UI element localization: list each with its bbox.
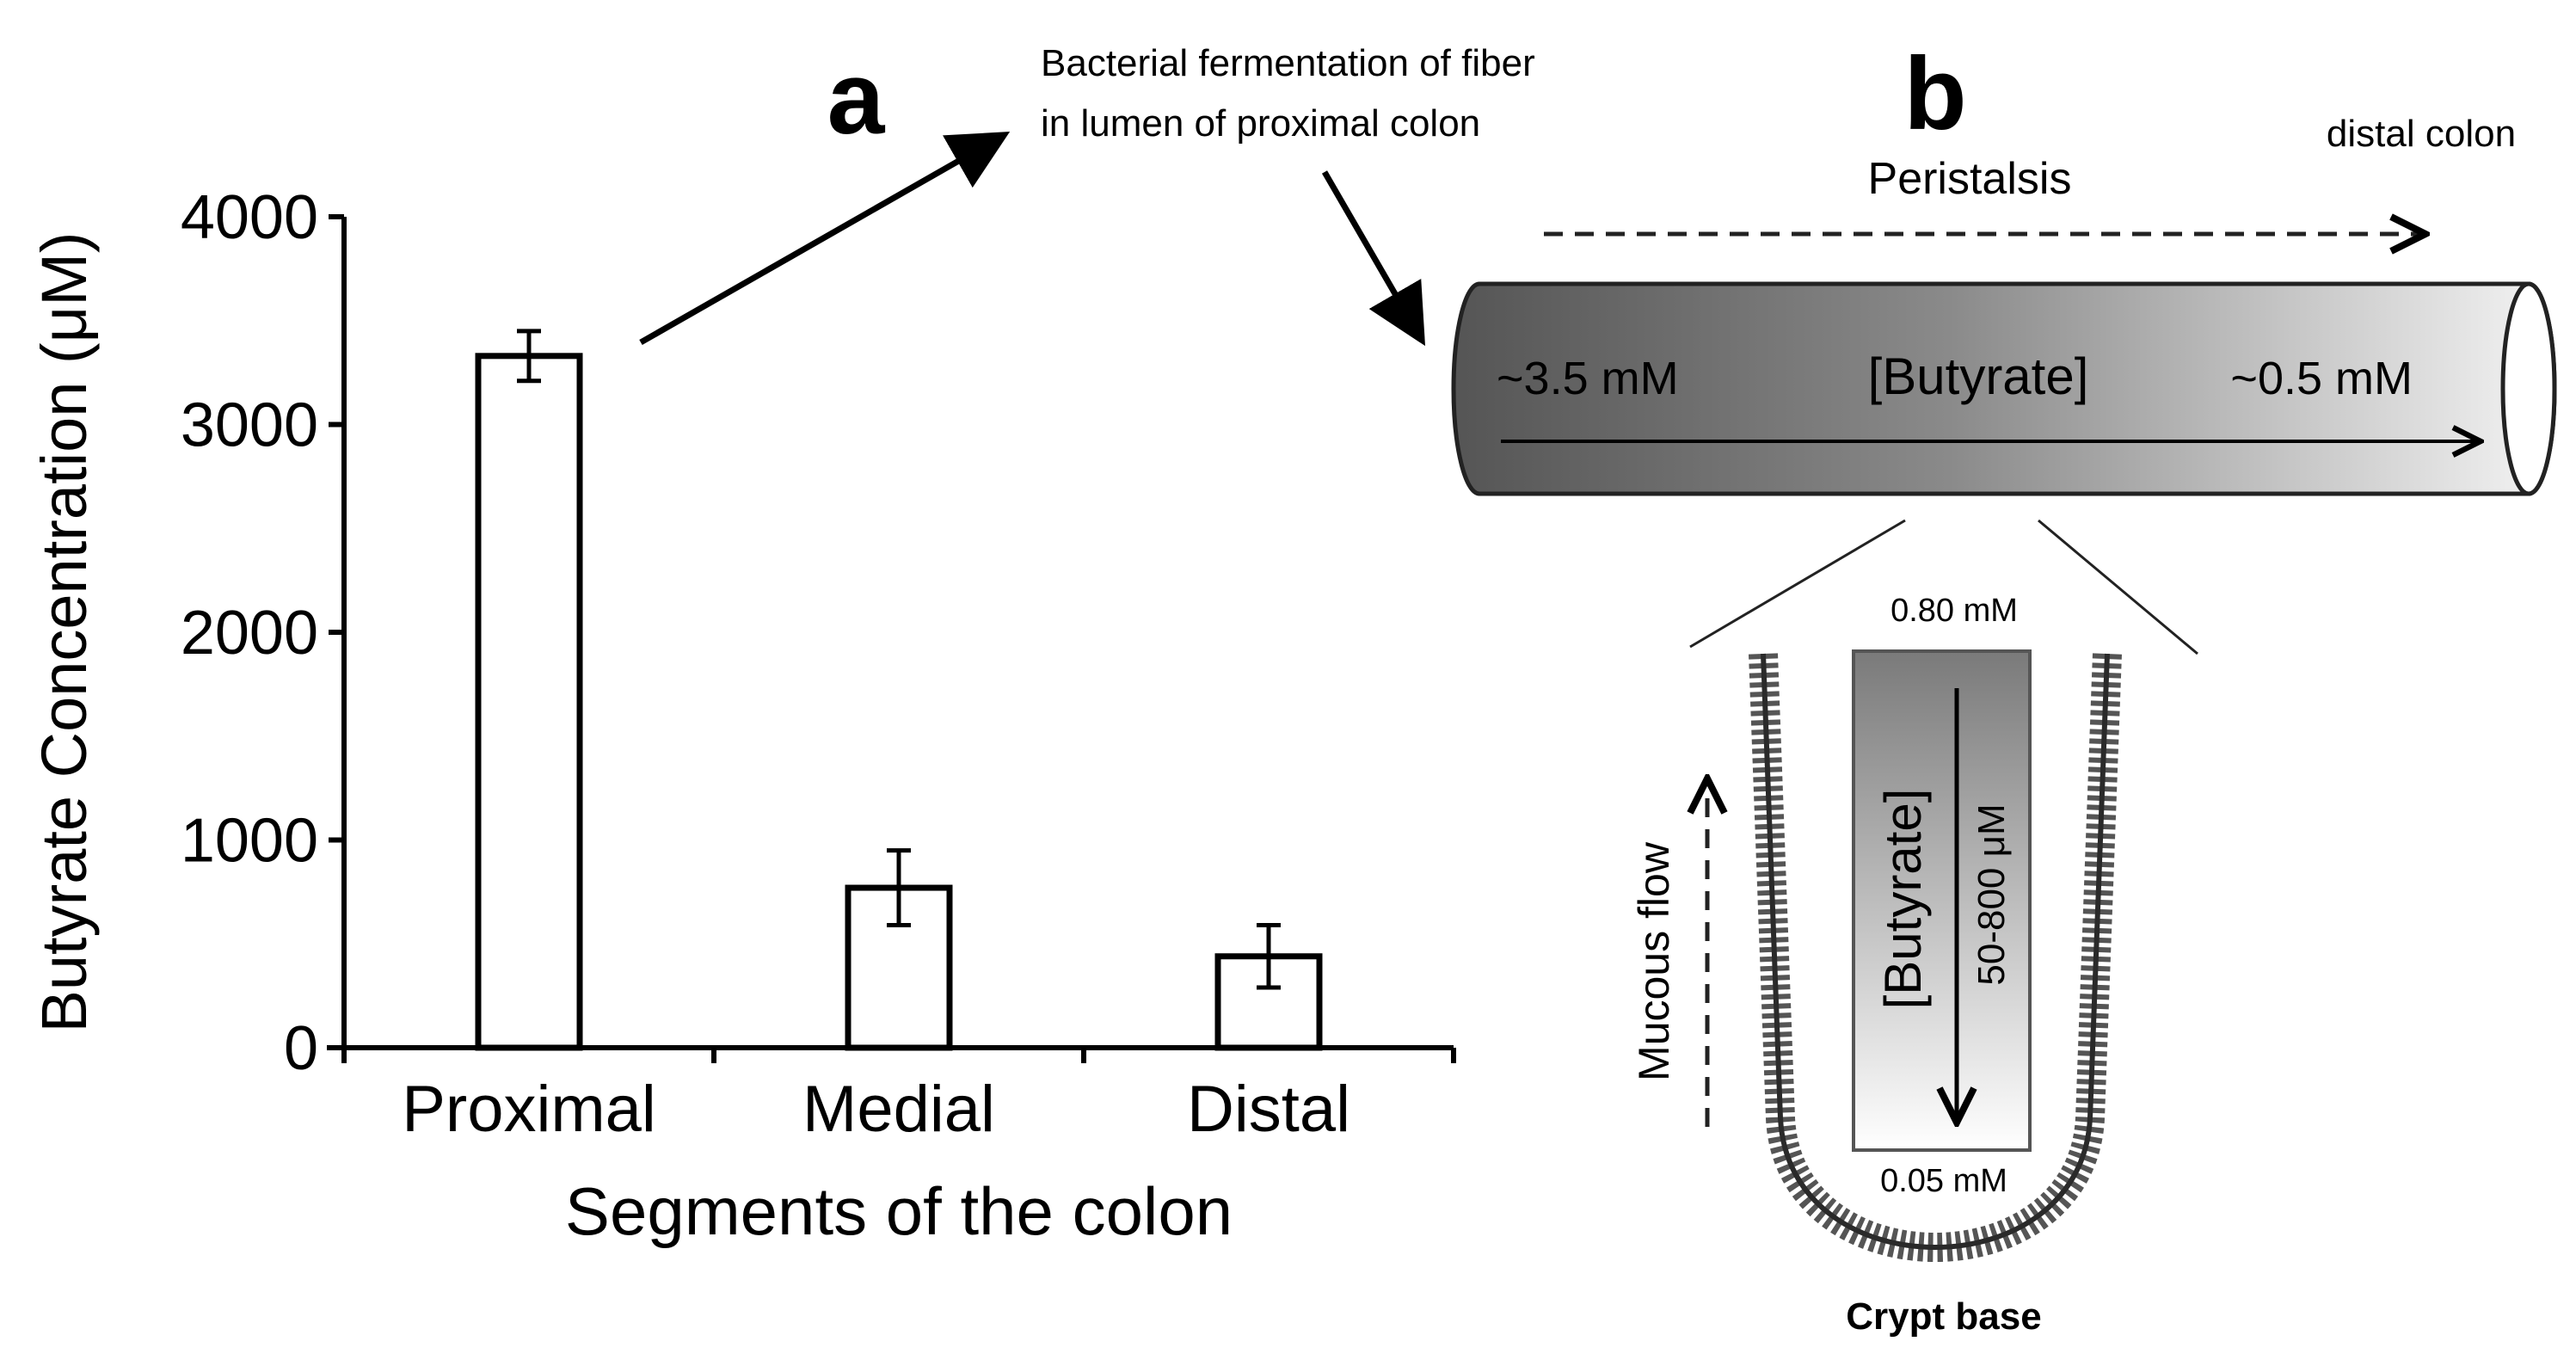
y-tick-label: 0 <box>284 1014 318 1083</box>
crypt-bottom-concentration: 0.05 mM <box>1880 1163 2007 1199</box>
crypt-wall-inner <box>1761 653 2110 1250</box>
crypt-range-label: 50-800 μM <box>1970 803 2013 985</box>
y-tick-label: 3000 <box>181 391 318 460</box>
crypt-base-label: Crypt base <box>1846 1295 2041 1338</box>
x-tick-label: Medial <box>802 1073 995 1146</box>
x-tick-group <box>341 1048 1456 1063</box>
zoom-line-right <box>2038 519 2198 655</box>
tube-right-concentration: ~0.5 mM <box>2230 353 2413 404</box>
crypt-top-concentration: 0.80 mM <box>1891 593 2018 629</box>
x-tick-label: Proximal <box>402 1073 656 1146</box>
bar-proximal <box>475 353 583 1051</box>
panel-a-label: a <box>827 40 886 156</box>
tube-butyrate-label: [Butyrate] <box>1868 348 2089 405</box>
panel-b-diagram: b distal colon Peristalsis ~3.5 mM [Buty… <box>1451 36 2557 1338</box>
y-tick-label: 2000 <box>181 599 318 668</box>
bar-group <box>475 329 1323 1051</box>
y-tick-group: 0 1000 2000 3000 4000 <box>181 183 344 1083</box>
y-tick-label: 1000 <box>181 807 318 876</box>
panel-a-chart: a 0 1000 2000 3000 4000 Proximal Medial Distal… <box>28 40 1456 1249</box>
bar-medial <box>845 884 953 1051</box>
x-axis-title: Segments of the colon <box>565 1173 1233 1249</box>
x-label-group: Proximal Medial Distal <box>402 1073 1350 1146</box>
y-axis-title: Butyrate Concentration (μM) <box>28 232 100 1033</box>
distal-colon-label: distal colon <box>2327 113 2516 155</box>
crypt-gradient-box <box>1852 649 2032 1152</box>
y-tick-label: 4000 <box>181 183 318 252</box>
annotation-to-tube-arrow <box>1321 170 1426 347</box>
peristalsis-label: Peristalsis <box>1868 154 2072 204</box>
mucous-flow-label: Mucous flow <box>1630 841 1678 1081</box>
bar-distal <box>1214 953 1323 1051</box>
annotation-line-1: Bacterial fermentation of fiber <box>1041 42 1535 84</box>
crypt: [Butyrate] 50-800 μM <box>1749 649 2122 1262</box>
crypt-butyrate-label: [Butyrate] <box>1874 789 1932 1010</box>
bar-to-annotation-arrow <box>639 132 1011 346</box>
tube-left-concentration: ~3.5 mM <box>1497 353 1679 404</box>
colon-tube-opening <box>2500 281 2557 496</box>
annotation-line-2: in lumen of proximal colon <box>1041 102 1480 145</box>
zoom-line-left <box>1689 519 1906 649</box>
x-tick-label: Distal <box>1187 1073 1350 1146</box>
panel-b-label: b <box>1903 36 1966 151</box>
